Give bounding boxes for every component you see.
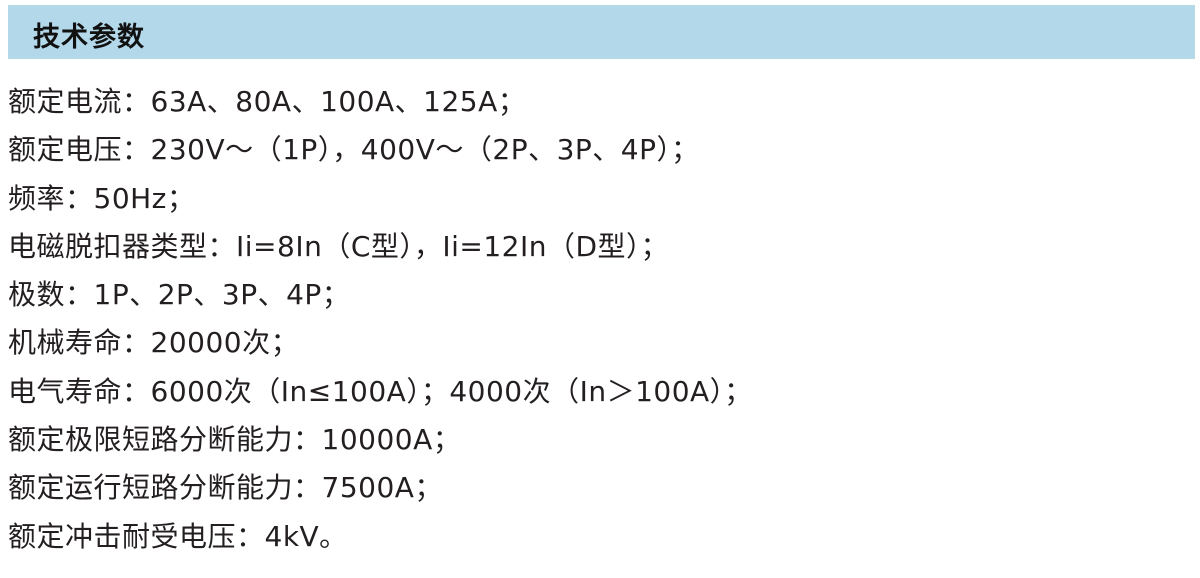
spec-rated-current: 额定电流：63A、80A、100A、125A； <box>8 85 527 118</box>
section-header: 技术参数 <box>8 5 1195 59</box>
spec-mechanical-life: 机械寿命：20000次； <box>8 326 300 360</box>
spec-electrical-life: 电气寿命：6000次（In≤100A）；4000次（In＞100A）； <box>8 374 753 408</box>
section-title: 技术参数 <box>33 22 145 53</box>
spec-rated-voltage: 额定电压：230V～（1P），400V～（2P、3P、4P）； <box>8 133 700 167</box>
spec-frequency: 频率：50Hz； <box>8 181 196 215</box>
spec-poles: 极数：1P、2P、3P、4P； <box>8 278 351 312</box>
spec-service-breaking: 额定运行短路分断能力：7500A； <box>8 471 443 505</box>
spec-ultimate-breaking: 额定极限短路分断能力：10000A； <box>8 423 462 457</box>
spec-list: 额定电流：63A、80A、100A、125A； 额定电压：230V～（1P），4… <box>8 78 753 561</box>
spec-impulse-voltage: 额定冲击耐受电压：4kV。 <box>8 519 348 553</box>
spec-trip-type: 电磁脱扣器类型：Ii=8In（C型），Ii=12In（D型）； <box>8 229 670 263</box>
